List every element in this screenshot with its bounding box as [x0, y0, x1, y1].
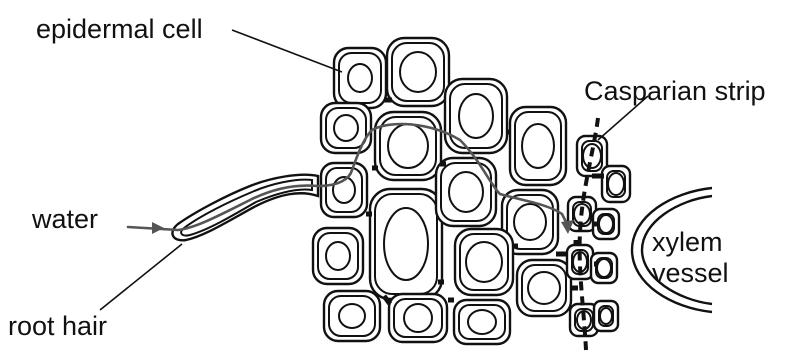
vacuole: [599, 215, 613, 233]
cortex-cell: [591, 253, 617, 283]
vacuole: [608, 173, 624, 195]
vacuole: [459, 94, 493, 138]
cortex-cell: [454, 300, 510, 344]
cortex-cell: [510, 107, 566, 185]
vacuole: [528, 272, 560, 304]
label-casparian-strip: Casparian strip: [584, 76, 766, 106]
cortex-cell: [517, 260, 571, 316]
root-hair-leader: [100, 244, 182, 310]
cortex-cell: [445, 79, 507, 153]
cortex-cell: [436, 158, 496, 226]
cortex-cell: [375, 112, 441, 180]
vacuole: [522, 124, 554, 168]
cortex-cell: [389, 294, 447, 342]
vacuole: [348, 64, 372, 92]
vacuole: [334, 115, 358, 141]
label-xylem: xylem: [652, 227, 723, 257]
label-root-hair: root hair: [8, 311, 107, 341]
cortex-cell: [324, 291, 380, 341]
vacuole: [384, 208, 428, 280]
vacuole: [466, 242, 502, 282]
vacuole: [514, 204, 546, 240]
water-arrowhead: [152, 222, 164, 234]
label-vessel: vessel: [652, 258, 729, 288]
cortex-cell: [334, 48, 386, 108]
epidermal-cell-leader: [232, 30, 342, 72]
label-water: water: [31, 204, 98, 234]
root-hair: [172, 175, 318, 241]
cortex-cell: [313, 228, 363, 284]
cortex-cell: [387, 38, 449, 106]
cortex-cell: [321, 103, 371, 153]
cortex-cell: [602, 166, 630, 202]
vacuole: [400, 52, 436, 92]
vacuole: [600, 308, 612, 324]
vacuole: [597, 259, 611, 277]
cortex-cell: [455, 229, 513, 295]
cortex-cell: [321, 163, 367, 217]
vacuole: [326, 242, 350, 270]
label-epidermal-cell: epidermal cell: [36, 14, 203, 44]
vacuole: [388, 124, 428, 168]
cortex-cell: [370, 189, 442, 299]
vacuole: [339, 304, 365, 328]
vacuole: [449, 172, 483, 212]
vacuole: [468, 310, 496, 334]
cortex-cell: [594, 301, 618, 331]
vacuole: [404, 304, 432, 332]
